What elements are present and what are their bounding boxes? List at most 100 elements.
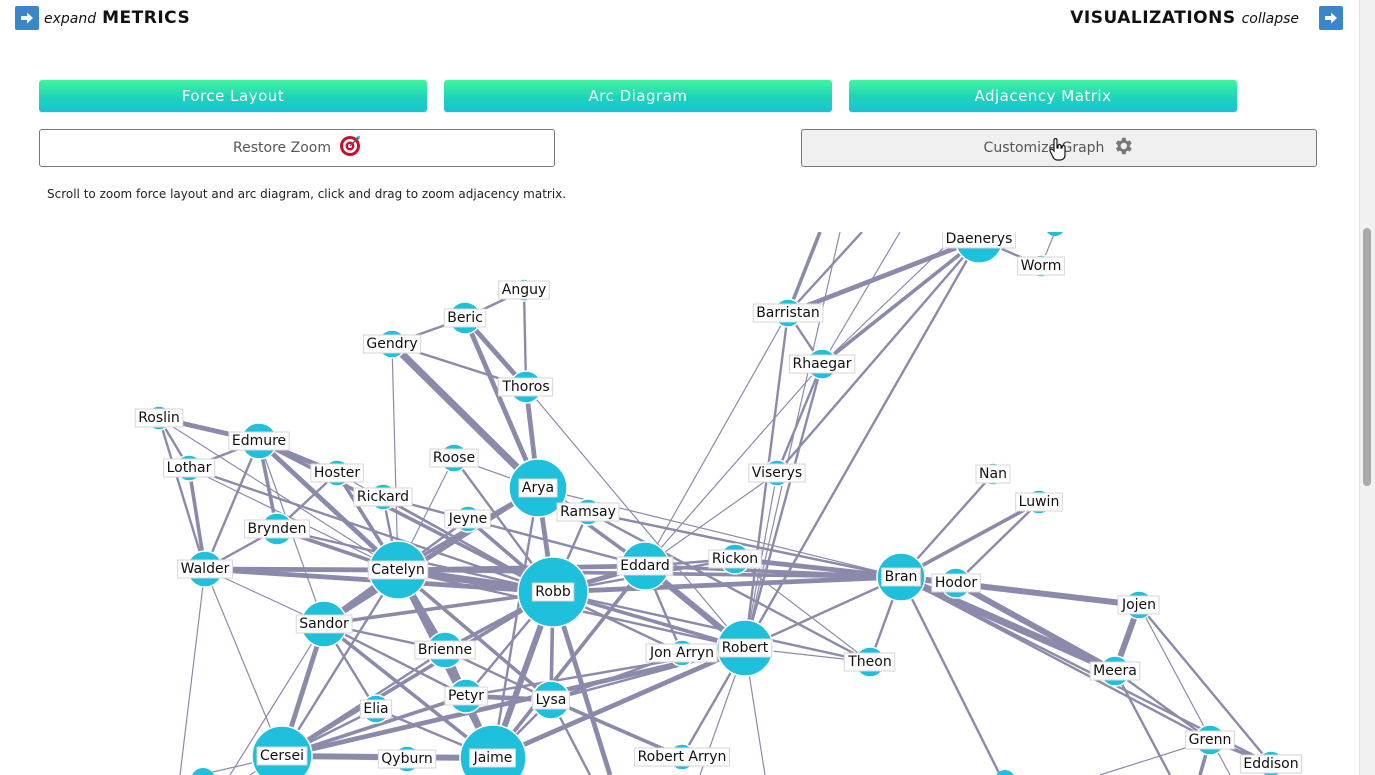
graph-label-bg — [177, 559, 234, 579]
graph-label-bg — [444, 686, 488, 706]
graph-link-gendry-arya — [389, 341, 541, 491]
graph-label-bg — [616, 556, 674, 576]
graph-links — [157, 232, 1272, 775]
tab-force-layout[interactable]: Force Layout — [39, 80, 427, 112]
graph-label-bg — [1185, 730, 1235, 750]
graph-link-walder-cersei — [204, 568, 283, 757]
graph-label-bg — [634, 747, 730, 767]
graph-node-label-lysa: Lysa — [536, 692, 567, 708]
graph-link-offscreen-3 — [821, 232, 961, 365]
graph-label-bg — [414, 640, 476, 660]
graph-node-label-jeyne: Jeyne — [448, 511, 488, 527]
visualizations-title: VISUALIZATIONS — [1070, 8, 1236, 28]
gear-icon — [1112, 135, 1134, 161]
graph-link-lothar-catelyn — [188, 467, 399, 571]
zoom-hint-text: Scroll to zoom force layout and arc diag… — [47, 187, 567, 201]
graph-link-daenerys-barristan — [787, 236, 980, 316]
graph-label-bg — [377, 749, 437, 769]
graph-node-label-jojen: Jojen — [1121, 597, 1156, 613]
expand-metrics-toggle[interactable]: expand METRICS — [44, 8, 190, 28]
customize-graph-label: Customize Graph — [983, 140, 1105, 156]
collapse-arrow-icon[interactable] — [1319, 6, 1343, 30]
graph-node-label-roslin: Roslin — [138, 410, 180, 426]
target-icon — [339, 135, 361, 161]
graph-labels: DaenerysWormBarristanRhaegarAnguyBericGe… — [134, 232, 1303, 774]
collapse-visualizations-toggle[interactable]: VISUALIZATIONS collapse — [1070, 8, 1299, 28]
graph-link-roslin-catelyn — [158, 417, 399, 571]
graph-label-bg — [498, 280, 550, 300]
tab-adjacency-matrix[interactable]: Adjacency Matrix — [849, 80, 1237, 112]
metrics-title: METRICS — [102, 8, 191, 28]
hand-cursor-icon — [1049, 138, 1066, 161]
graph-link-rickon-bran — [734, 556, 902, 580]
graph-label-bg — [359, 699, 393, 719]
graph-node-label-rickard: Rickard — [357, 489, 409, 505]
graph-node-partial-2[interactable] — [995, 770, 1015, 775]
graph-node-label-meera: Meera — [1093, 663, 1137, 679]
graph-link-ramsay-theon — [587, 510, 871, 664]
graph-link-rickard-eddard — [382, 495, 646, 568]
expand-arrow-icon[interactable] — [15, 6, 39, 30]
graph-label-bg — [353, 487, 413, 507]
graph-link-hodor-meera — [954, 580, 1117, 674]
graph-label-bg — [975, 464, 1011, 484]
graph-label-bg — [788, 354, 856, 374]
graph-link-beric-arya — [462, 317, 541, 489]
graph-node-label-robert-arryn: Robert Arryn — [638, 749, 727, 765]
graph-link-robb-cersei — [281, 590, 554, 758]
graph-node-label-brynden: Brynden — [248, 521, 307, 537]
graph-link-edmure-catelyn — [257, 439, 400, 572]
graph-label-bg — [718, 638, 773, 658]
graph-link-robert-cersei — [281, 645, 746, 759]
graph-link-daenerys-rhaegar — [820, 237, 981, 366]
graph-label-bg — [228, 431, 290, 451]
graph-node-partial-0[interactable] — [1045, 232, 1065, 236]
graph-link-roslin-walder — [157, 417, 207, 570]
graph-label-bg — [1117, 595, 1160, 615]
graph-node-label-elia: Elia — [363, 701, 388, 717]
graph-node-label-catelyn: Catelyn — [371, 562, 425, 578]
graph-node-label-robb: Robb — [535, 584, 571, 600]
graph-label-bg — [556, 502, 620, 522]
tab-arc-diagram[interactable]: Arc Diagram — [444, 80, 832, 112]
graph-node-label-arya: Arya — [522, 480, 554, 496]
graph-node-label-rickon: Rickon — [712, 551, 758, 567]
vertical-scrollbar[interactable] — [1359, 0, 1375, 775]
graph-link-robb-bran — [552, 574, 902, 595]
graph-link-sandor-jaime — [322, 622, 495, 760]
graph-node-label-worm: Worm — [1021, 258, 1062, 274]
graph-label-bg — [256, 746, 308, 766]
graph-link-barristan-eddard — [644, 312, 789, 567]
force-graph-svg[interactable]: DaenerysWormBarristanRhaegarAnguyBericGe… — [0, 232, 1360, 775]
graph-label-bg — [444, 509, 491, 529]
graph-node-label-hoster: Hoster — [314, 465, 360, 481]
graph-node-label-beric: Beric — [447, 310, 483, 326]
graph-label-bg — [367, 560, 429, 580]
graph-label-bg — [518, 478, 558, 498]
graph-node-label-grenn: Grenn — [1189, 732, 1232, 748]
graph-link-offscreen-13 — [1113, 670, 1172, 775]
scrollbar-thumb[interactable] — [1363, 228, 1371, 486]
restore-zoom-button[interactable]: Restore Zoom — [39, 129, 555, 167]
graph-nodes[interactable] — [146, 232, 1285, 775]
graph-node-label-eddard: Eddard — [620, 558, 670, 574]
graph-label-bg — [244, 519, 310, 539]
graph-node-label-qyburn: Qyburn — [381, 751, 432, 767]
collapse-label: collapse — [1241, 11, 1299, 27]
graph-node-label-cersei: Cersei — [260, 748, 304, 764]
graph-link-offscreen-18 — [179, 568, 206, 775]
graph-link-robert-jaime — [492, 645, 746, 761]
graph-link-offscreen-2 — [821, 232, 901, 365]
graph-node-partial-1[interactable] — [191, 768, 215, 775]
graph-node-label-nan: Nan — [979, 466, 1007, 482]
graph-label-bg — [469, 748, 516, 768]
graph-label-bg — [645, 643, 718, 663]
graph-node-label-daenerys: Daenerys — [946, 232, 1013, 247]
graph-link-robb-sandor — [323, 590, 554, 626]
graph-node-label-hodor: Hodor — [935, 575, 978, 591]
graph-link-robb-theon — [552, 590, 871, 664]
graph-node-label-brienne: Brienne — [418, 642, 472, 658]
graph-link-offscreen-1 — [787, 232, 863, 314]
graph-label-bg — [443, 308, 487, 328]
